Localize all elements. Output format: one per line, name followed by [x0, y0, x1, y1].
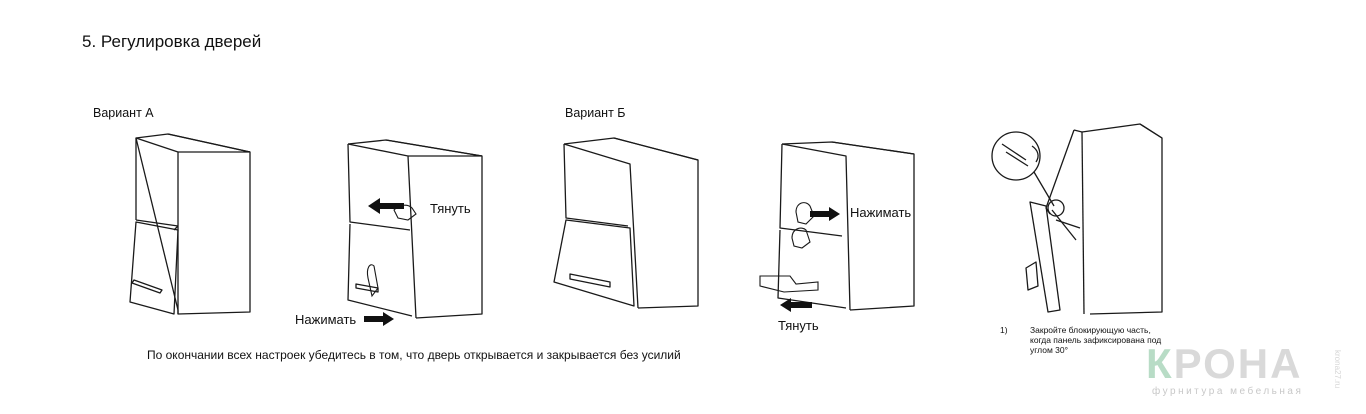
step-line: углом 30°	[1030, 345, 1069, 355]
variant-b-label: Вариант Б	[565, 106, 626, 120]
logo-word: РОНА	[1173, 340, 1303, 387]
step-line: Закройте блокирующую часть,	[1030, 325, 1151, 335]
final-check-note: По окончании всех настроек убедитесь в т…	[147, 348, 681, 362]
variant-a-label: Вариант А	[93, 106, 154, 120]
arrow-left-icon	[368, 198, 404, 214]
step-number: 1)	[1000, 325, 1008, 335]
arrow-right-icon	[364, 312, 394, 326]
page-title: 5. Регулировка дверей	[82, 32, 262, 51]
cabinet-icon	[766, 140, 926, 320]
brand-tagline: фурнитура мебельная	[1152, 386, 1304, 397]
push-label: Нажимать	[850, 205, 912, 220]
pull-label: Тянуть	[778, 318, 819, 333]
logo-letter: К	[1146, 340, 1174, 387]
push-label: Нажимать	[295, 312, 357, 327]
cabinet-icon	[338, 138, 488, 328]
cabinet-icon	[548, 136, 708, 316]
arrow-right-icon	[810, 207, 840, 221]
step-instruction: Закройте блокирующую часть, когда панель…	[1030, 325, 1190, 355]
cabinet-icon	[126, 130, 256, 320]
arrow-left-icon	[780, 298, 812, 312]
brand-logo: КРОНА	[1146, 340, 1302, 388]
lift-mechanism-icon	[990, 110, 1170, 320]
brand-site: krona27.ru	[1333, 350, 1342, 389]
step-line: когда панель зафиксирована под	[1030, 335, 1162, 345]
pull-label: Тянуть	[430, 201, 471, 216]
